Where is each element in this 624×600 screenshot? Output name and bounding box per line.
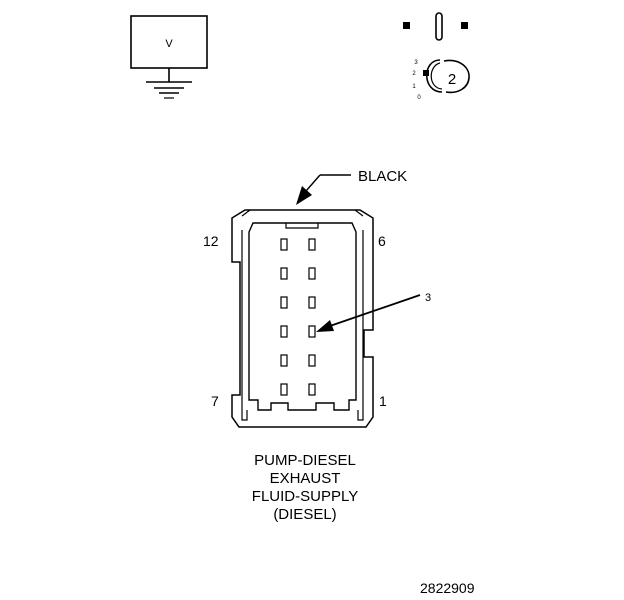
terminal-cavity bbox=[308, 354, 316, 367]
ground-icon bbox=[154, 87, 184, 99]
callout-number: 3 bbox=[425, 292, 431, 304]
terminal-cavity bbox=[308, 383, 316, 396]
caption-line: FLUID-SUPPLY bbox=[251, 488, 359, 505]
terminal-cavity bbox=[308, 267, 316, 280]
terminal-cavity bbox=[308, 325, 316, 338]
terminal-cavity bbox=[280, 238, 288, 251]
cavity-label-6: 6 bbox=[378, 233, 386, 249]
voltmeter-icon: V bbox=[130, 15, 208, 99]
terminal-cavity bbox=[280, 325, 288, 338]
terminal-cavities bbox=[280, 238, 316, 396]
cavity-label-12: 12 bbox=[203, 233, 219, 249]
terminal-cavity bbox=[308, 296, 316, 309]
terminal-cavity bbox=[280, 354, 288, 367]
terminal-cavity bbox=[280, 267, 288, 280]
connector-caption: PUMP-DIESEL EXHAUST FLUID-SUPPLY (DIESEL… bbox=[200, 452, 410, 524]
wire-color-label: BLACK bbox=[358, 168, 407, 185]
selector-dial-icon: 3 2 1 0 2 bbox=[412, 59, 470, 101]
arrow-head-icon bbox=[296, 186, 312, 205]
terminal-cavity bbox=[308, 238, 316, 251]
terminal-cavity bbox=[280, 383, 288, 396]
cavity-label-7: 7 bbox=[211, 393, 219, 409]
selector-position-label: 0 bbox=[417, 95, 421, 101]
key-slot-icon bbox=[403, 12, 468, 41]
figure-number: 2822909 bbox=[420, 580, 475, 596]
terminal-cavity bbox=[280, 296, 288, 309]
caption-line: PUMP-DIESEL bbox=[254, 452, 356, 469]
caption-line: (DIESEL) bbox=[273, 506, 337, 523]
meter-symbol: V bbox=[165, 38, 173, 50]
wire-color-callout: BLACK bbox=[296, 168, 407, 205]
arrow-head-icon bbox=[316, 320, 334, 332]
selector-position-label: 3 bbox=[414, 60, 418, 66]
caption-line: EXHAUST bbox=[269, 470, 341, 487]
selector-position-label: 2 bbox=[412, 71, 416, 77]
connector-body bbox=[231, 209, 374, 428]
cavity-3-callout: 3 bbox=[316, 292, 431, 332]
cavity-label-1: 1 bbox=[379, 393, 387, 409]
selector-value: 2 bbox=[448, 71, 456, 88]
selector-position-label: 1 bbox=[412, 84, 416, 90]
